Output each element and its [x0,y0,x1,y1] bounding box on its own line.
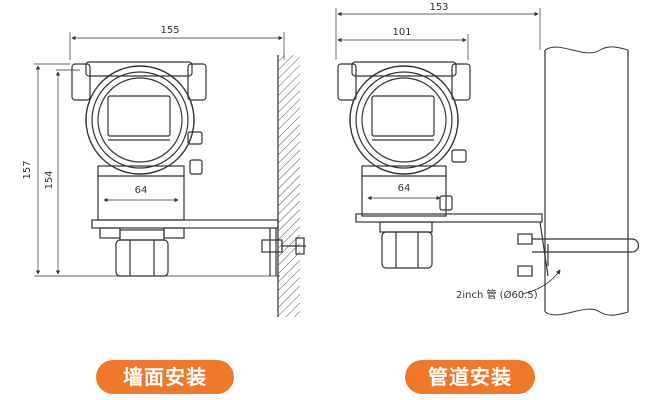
pipe-mount-drawing [335,8,640,316]
pipe-dim-64: 64 [398,183,411,194]
wall-dim-64: 64 [135,185,148,196]
wall-dim-157: 157 [22,160,33,179]
pipe-dim-153: 153 [429,2,448,13]
installation-drawing: 155 157 154 64 [22,2,640,317]
wall-dim-154: 154 [44,170,55,189]
pipe-mount-label: 管道安装 [405,360,535,394]
pipe-size-note: 2inch 管 (Ø60.5) [456,288,538,301]
wall-dim-155: 155 [160,25,179,36]
pipe-dim-101: 101 [392,27,411,38]
wall-mount-drawing [34,32,306,317]
wall-mount-label: 墙面安装 [96,360,234,394]
